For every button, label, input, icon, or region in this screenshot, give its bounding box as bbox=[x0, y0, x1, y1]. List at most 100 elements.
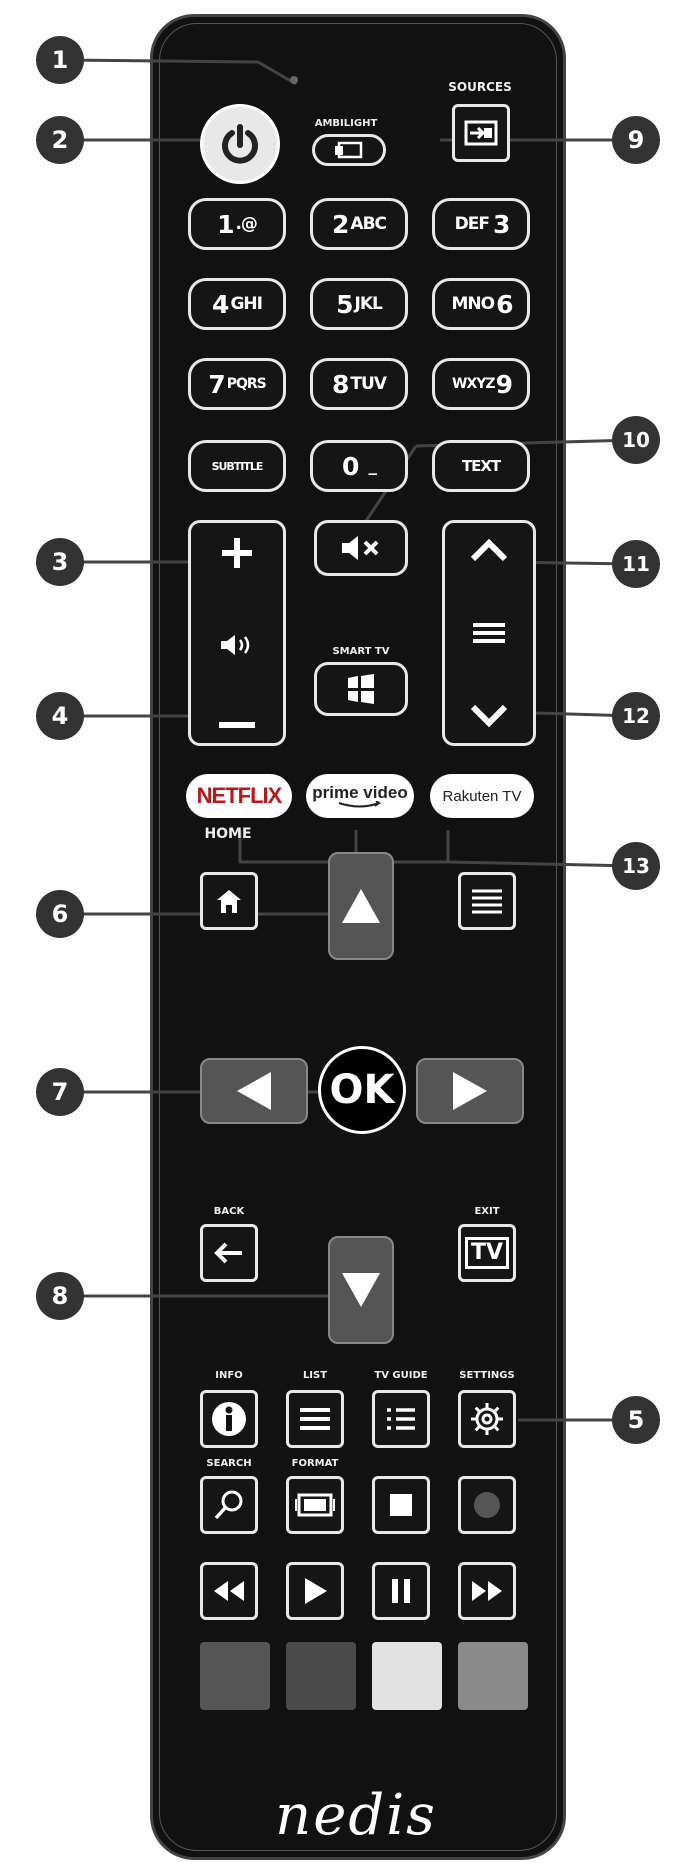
tv-guide-icon bbox=[387, 1408, 415, 1430]
callout-2: 2 bbox=[36, 116, 84, 164]
smart-tv-label: SMART TV bbox=[332, 646, 390, 657]
callout-3: 3 bbox=[36, 538, 84, 586]
arrow-down-icon bbox=[342, 1273, 380, 1307]
search-label: SEARCH bbox=[206, 1458, 252, 1469]
options-button[interactable] bbox=[458, 872, 516, 930]
arrow-up-icon bbox=[342, 889, 380, 923]
search-icon bbox=[214, 1490, 243, 1520]
power-icon bbox=[222, 124, 258, 164]
prime-smile-icon bbox=[338, 800, 382, 807]
info-label: INFO bbox=[215, 1370, 243, 1381]
red-key-button[interactable] bbox=[200, 1642, 270, 1710]
callout-7: 7 bbox=[36, 1068, 84, 1116]
ambilight-icon bbox=[335, 141, 363, 159]
fast-forward-button[interactable] bbox=[458, 1562, 516, 1620]
smart-tv-button[interactable] bbox=[314, 662, 408, 716]
channel-rocker[interactable] bbox=[442, 520, 536, 746]
home-label: HOME bbox=[204, 826, 252, 842]
callout-1: 1 bbox=[36, 36, 84, 84]
back-label: BACK bbox=[213, 1206, 245, 1217]
callout-5: 5 bbox=[612, 1396, 660, 1444]
info-button[interactable] bbox=[200, 1390, 258, 1448]
key-1[interactable]: 1.@ bbox=[188, 198, 286, 250]
format-button[interactable] bbox=[286, 1476, 344, 1534]
channel-list-icon bbox=[473, 623, 505, 643]
list-icon bbox=[300, 1408, 330, 1430]
settings-button[interactable] bbox=[458, 1390, 516, 1448]
pause-icon bbox=[392, 1579, 410, 1603]
search-button[interactable] bbox=[200, 1476, 258, 1534]
ambilight-label: AMBILIGHT bbox=[314, 118, 378, 129]
dpad-right-button[interactable] bbox=[416, 1058, 524, 1124]
callout-10: 10 bbox=[612, 416, 660, 464]
power-button[interactable] bbox=[200, 104, 280, 184]
blue-key-button[interactable] bbox=[458, 1642, 528, 1710]
key-0[interactable]: 0_ bbox=[310, 440, 408, 492]
back-button[interactable] bbox=[200, 1224, 258, 1282]
rewind-button[interactable] bbox=[200, 1562, 258, 1620]
callout-13: 13 bbox=[612, 842, 660, 890]
speaker-icon bbox=[221, 635, 250, 655]
arrow-right-icon bbox=[453, 1072, 487, 1110]
ok-button[interactable]: OK bbox=[318, 1046, 406, 1134]
back-arrow-icon bbox=[214, 1242, 242, 1264]
stop-icon bbox=[390, 1494, 412, 1516]
play-icon bbox=[305, 1578, 327, 1604]
callout-12: 12 bbox=[612, 692, 660, 740]
volume-up-icon[interactable] bbox=[219, 535, 255, 571]
home-button[interactable] bbox=[200, 872, 258, 930]
play-button[interactable] bbox=[286, 1562, 344, 1620]
prime-video-button[interactable]: prime video bbox=[306, 774, 414, 818]
dpad-up-button[interactable] bbox=[328, 852, 394, 960]
mute-icon bbox=[342, 536, 379, 560]
sources-button[interactable] bbox=[452, 104, 510, 162]
volume-down-icon[interactable] bbox=[217, 719, 257, 731]
dpad-down-button[interactable] bbox=[328, 1236, 394, 1344]
exit-button[interactable]: TV bbox=[458, 1224, 516, 1282]
smart-tv-icon bbox=[348, 674, 374, 704]
aspect-ratio-icon bbox=[295, 1493, 335, 1517]
dpad-left-button[interactable] bbox=[200, 1058, 308, 1124]
prime-video-label: prime video bbox=[312, 782, 408, 802]
leader-1 bbox=[59, 58, 259, 64]
rakuten-tv-button[interactable]: Rakuten TV bbox=[430, 774, 534, 818]
exit-label: EXIT bbox=[474, 1206, 500, 1217]
green-key-button[interactable] bbox=[286, 1642, 356, 1710]
list-button[interactable] bbox=[286, 1390, 344, 1448]
arrow-left-icon bbox=[237, 1072, 271, 1110]
settings-label: SETTINGS bbox=[459, 1370, 515, 1381]
fast-forward-icon bbox=[472, 1581, 502, 1601]
nedis-logo: nedis bbox=[275, 1783, 437, 1848]
volume-rocker[interactable] bbox=[188, 520, 286, 746]
menu-lines-icon bbox=[472, 889, 502, 914]
yellow-key-button[interactable] bbox=[372, 1642, 442, 1710]
ambilight-button[interactable] bbox=[312, 134, 386, 166]
subtitle-button[interactable]: SUBTITLE bbox=[188, 440, 286, 492]
channel-up-icon[interactable] bbox=[469, 539, 509, 563]
input-source-icon bbox=[464, 120, 498, 146]
text-button[interactable]: TEXT bbox=[432, 440, 530, 492]
mute-button[interactable] bbox=[314, 520, 408, 576]
list-label: LIST bbox=[302, 1370, 328, 1381]
sources-label: SOURCES bbox=[448, 80, 512, 94]
stop-button[interactable] bbox=[372, 1476, 430, 1534]
callout-4: 4 bbox=[36, 692, 84, 740]
netflix-button[interactable]: NETFLIX bbox=[186, 774, 292, 818]
tv-guide-button[interactable] bbox=[372, 1390, 430, 1448]
home-icon bbox=[217, 890, 241, 913]
format-label: FORMAT bbox=[291, 1458, 339, 1469]
callout-9: 9 bbox=[612, 116, 660, 164]
record-button[interactable] bbox=[458, 1476, 516, 1534]
channel-down-icon[interactable] bbox=[469, 703, 509, 727]
pause-button[interactable] bbox=[372, 1562, 430, 1620]
rewind-icon bbox=[214, 1581, 244, 1601]
callout-8: 8 bbox=[36, 1272, 84, 1320]
